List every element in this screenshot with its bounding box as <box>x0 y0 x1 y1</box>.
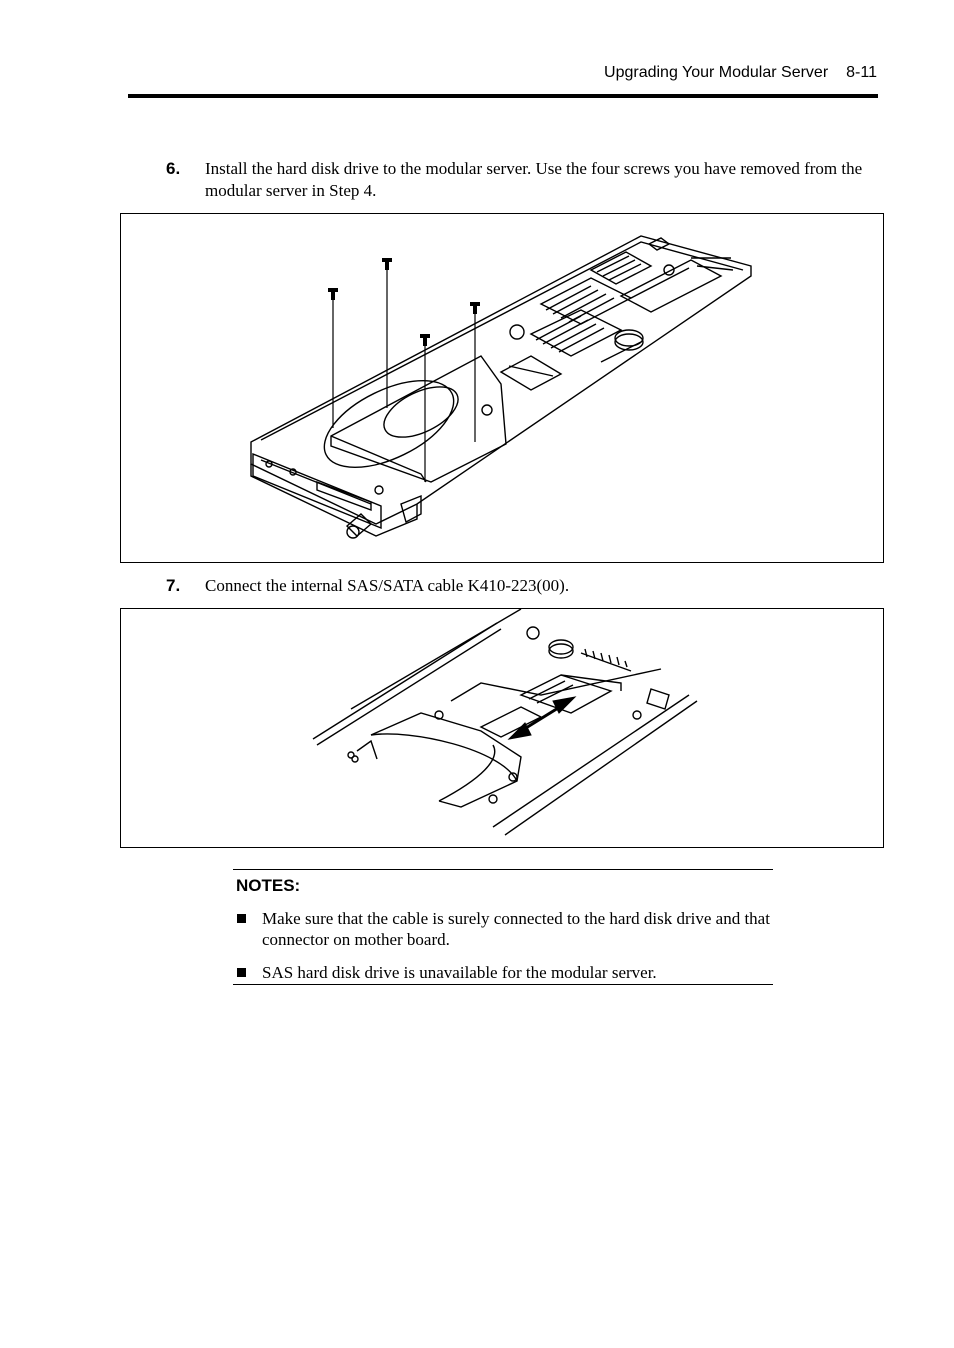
note-text: SAS hard disk drive is unavailable for t… <box>262 963 657 982</box>
header-rule <box>128 94 878 98</box>
figure-connect-cable <box>120 608 884 848</box>
square-bullet-icon <box>237 914 246 923</box>
server-hdd-illustration <box>250 235 752 539</box>
step-text: Connect the internal SAS/SATA cable K410… <box>205 576 570 595</box>
step-text: Install the hard disk drive to the modul… <box>205 159 863 200</box>
note-text: Make sure that the cable is surely conne… <box>262 909 770 949</box>
figure-install-hdd <box>120 213 884 563</box>
page-number: 8-11 <box>846 64 877 81</box>
cable-connection-illustration <box>312 609 698 836</box>
notes-box: NOTES: Make sure that the cable is surel… <box>233 869 773 985</box>
notes-title: NOTES: <box>236 876 301 895</box>
step-number: 7. <box>166 576 181 595</box>
page-header: Upgrading Your Modular Server 8-11 <box>128 64 877 82</box>
step-number: 6. <box>166 159 181 178</box>
header-title: Upgrading Your Modular Server <box>604 64 829 81</box>
square-bullet-icon <box>237 968 246 977</box>
